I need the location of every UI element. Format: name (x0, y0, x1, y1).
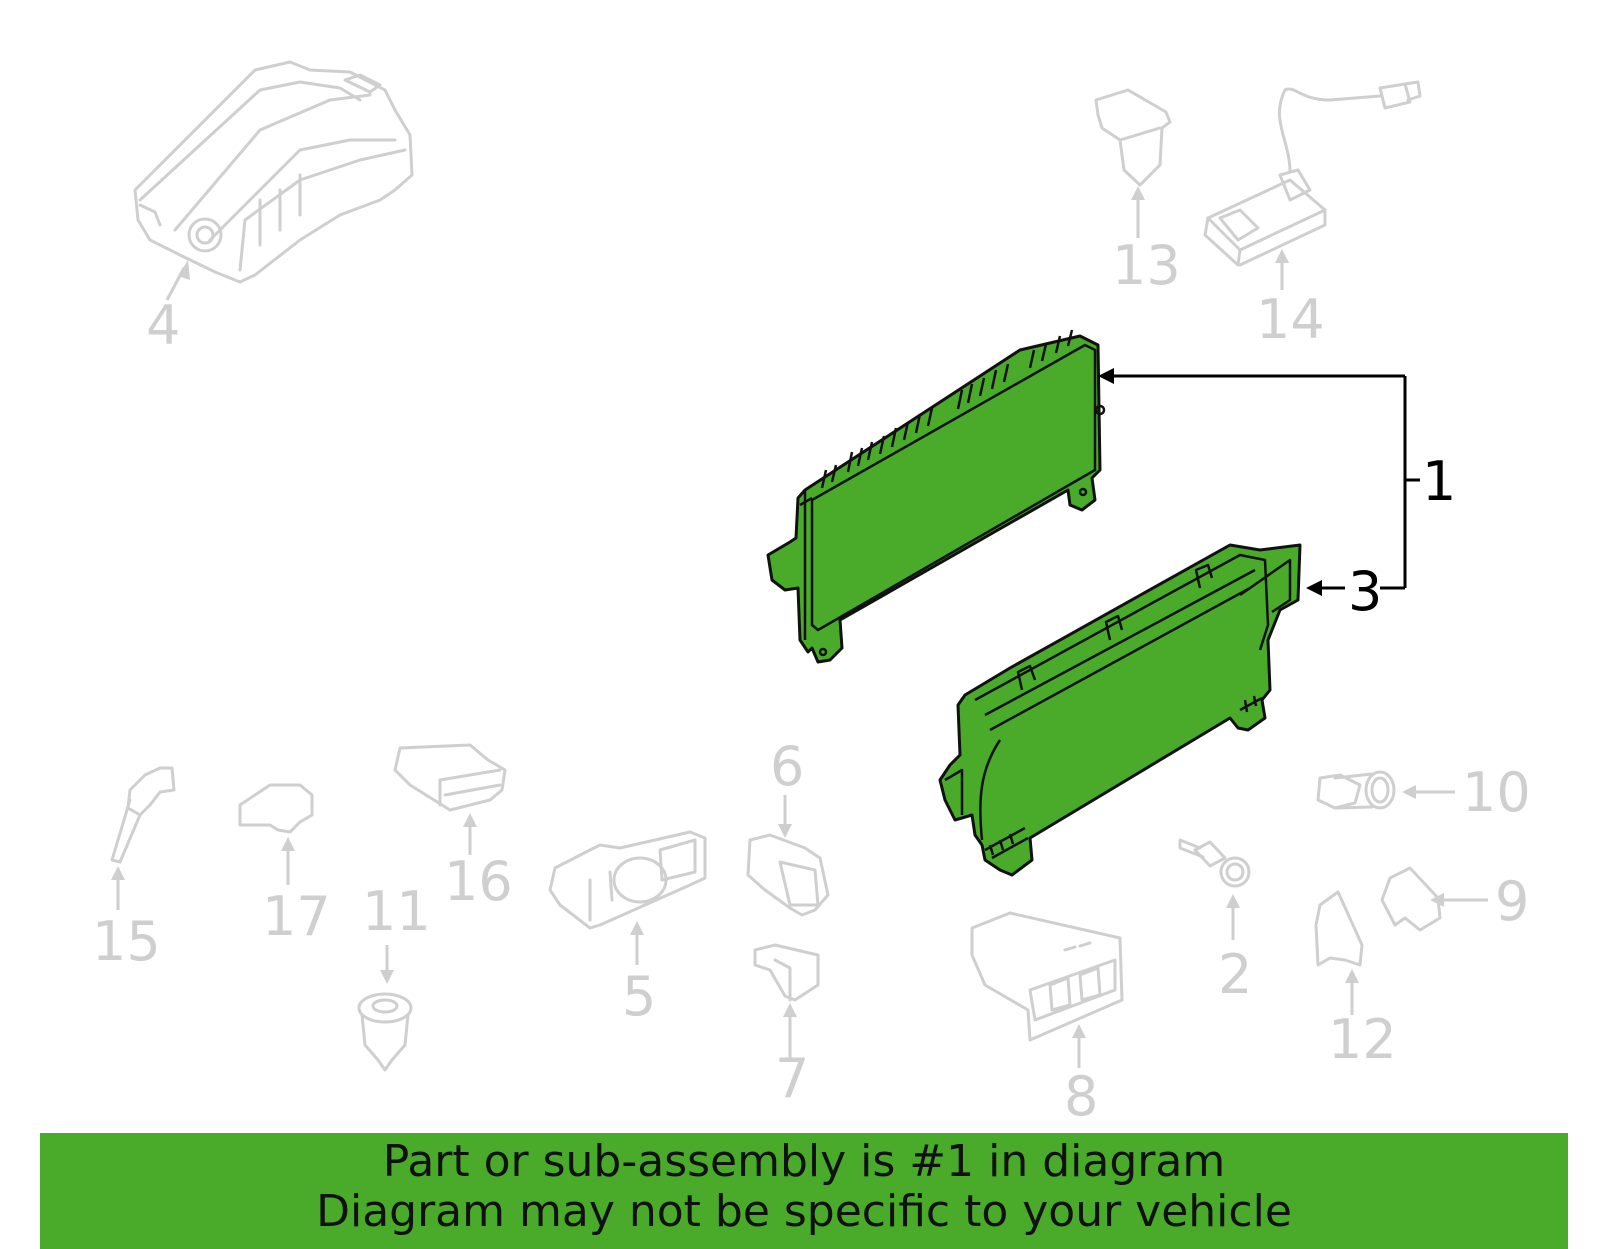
part-16-connector (393, 743, 507, 812)
part-12-bracket (1314, 890, 1364, 967)
callout-5[interactable]: 5 (622, 965, 656, 1028)
callout-9-leader (1430, 893, 1488, 907)
callout-7-leader (783, 1003, 797, 1060)
callout-16-leader (463, 813, 477, 855)
callout-11-leader (380, 945, 394, 984)
callout-17[interactable]: 17 (262, 885, 331, 948)
callout-6[interactable]: 6 (770, 735, 804, 798)
callout-15[interactable]: 15 (92, 910, 161, 973)
callout-17-leader (281, 837, 295, 885)
callout-12-leader (1345, 969, 1359, 1015)
callout-16[interactable]: 16 (444, 850, 513, 913)
callout-2[interactable]: 2 (1218, 943, 1252, 1006)
callout-4[interactable]: 4 (146, 294, 180, 357)
callout-8-leader (1072, 1024, 1086, 1068)
part-15-sensor (110, 766, 176, 864)
callout-3[interactable]: 3 (1348, 560, 1382, 623)
part-4-shifter-assembly (133, 60, 414, 284)
callout-5-leader (630, 921, 644, 965)
callout-2-leader (1226, 894, 1240, 940)
callout-12[interactable]: 12 (1328, 1008, 1397, 1071)
part-7-switch (753, 943, 820, 1002)
callout-7[interactable]: 7 (775, 1047, 809, 1110)
callout-6-leader (778, 795, 792, 838)
callout-1-3-bracket (1098, 368, 1420, 596)
callout-14-leader (1275, 249, 1289, 290)
callout-1[interactable]: 1 (1422, 450, 1456, 513)
part-14-harness (1203, 80, 1422, 267)
part-6-switch (746, 833, 830, 917)
callout-10-leader (1402, 785, 1455, 799)
callout-13-leader (1131, 186, 1145, 238)
callout-10[interactable]: 10 (1462, 761, 1531, 824)
banner-line-1: Part or sub-assembly is #1 in diagram (382, 1136, 1226, 1187)
callout-13[interactable]: 13 (1112, 234, 1181, 297)
part-17-bracket (238, 783, 314, 834)
banner-line-2: Diagram may not be specific to your vehi… (316, 1186, 1292, 1237)
part-2-screw (1178, 838, 1251, 888)
callout-8[interactable]: 8 (1064, 1065, 1098, 1128)
part-13-bracket (1094, 88, 1172, 187)
callout-15-leader (111, 866, 125, 910)
info-banner: Part or sub-assembly is #1 in diagram Di… (40, 1133, 1568, 1249)
part-8-usb-module (970, 911, 1124, 1042)
callout-11[interactable]: 11 (362, 880, 431, 943)
part-3-bezel[interactable] (938, 543, 1302, 877)
callout-9[interactable]: 9 (1495, 870, 1529, 933)
part-5-switch-panel (548, 830, 707, 930)
callout-4-leader (165, 260, 190, 301)
part-1-display-module[interactable] (766, 329, 1106, 664)
callout-14[interactable]: 14 (1256, 288, 1325, 351)
part-10-socket (1316, 770, 1396, 810)
part-11-clip (357, 992, 413, 1072)
part-9-bracket (1380, 866, 1442, 932)
